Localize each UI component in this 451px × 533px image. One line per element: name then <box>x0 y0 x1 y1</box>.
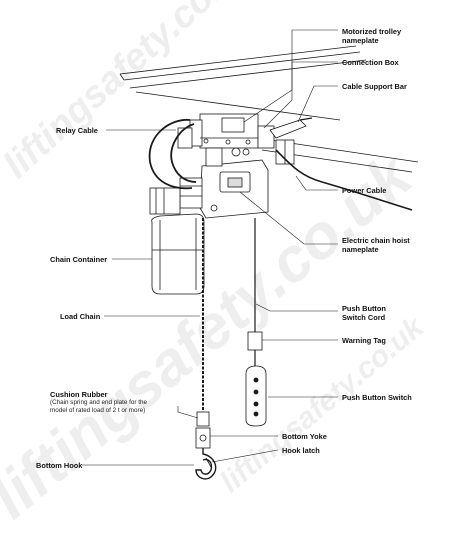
label-chain-container: Chain Container <box>50 255 108 264</box>
motorized-trolley <box>177 113 275 149</box>
bottom-hook-assembly <box>195 411 217 480</box>
leader-lines <box>82 29 338 466</box>
label-push-button-switch-cord-line1: Push Button <box>342 304 386 313</box>
label-warning-tag: Warning Tag <box>342 336 386 345</box>
power-cable <box>275 149 413 211</box>
cable-support-bar <box>269 117 313 165</box>
label-connection-box: Connection Box <box>342 58 399 67</box>
label-hook-latch: Hook latch <box>282 446 320 455</box>
label-push-button-switch: Push Button Switch <box>342 393 412 402</box>
label-cushion-rubber-note-line1: (Chain spring and end plate for the <box>50 399 147 406</box>
label-electric-chain-hoist-nameplate-line2: nameplate <box>342 245 379 254</box>
label-bottom-hook: Bottom Hook <box>36 461 83 470</box>
label-relay-cable: Relay Cable <box>56 126 98 135</box>
label-cushion-rubber-note-line2: model of rated load of 2 t or more) <box>50 407 146 414</box>
warning-tag <box>247 331 263 351</box>
hoist-diagram: liftingsafety.co.uk liftingsafety.co.uk … <box>0 0 430 532</box>
label-motorized-trolley-nameplate-line1: Motorized trolley <box>342 27 402 36</box>
label-cable-support-bar: Cable Support Bar <box>342 82 407 91</box>
label-push-button-switch-cord: Push Button Switch Cord <box>342 304 386 322</box>
label-load-chain: Load Chain <box>60 312 101 321</box>
label-cushion-rubber: Cushion Rubber <box>50 390 108 399</box>
relay-cable <box>148 119 197 190</box>
push-button-switch <box>245 365 267 427</box>
label-electric-chain-hoist-nameplate: Electric chain hoist nameplate <box>342 236 410 254</box>
label-motorized-trolley-nameplate-line2: nameplate <box>342 36 379 45</box>
hoist-drawing <box>82 29 419 480</box>
label-electric-chain-hoist-nameplate-line1: Electric chain hoist <box>342 236 410 245</box>
hoist-body <box>149 147 269 219</box>
label-push-button-switch-cord-line2: Switch Cord <box>342 313 386 322</box>
label-cushion-rubber-note: (Chain spring and end plate for the mode… <box>50 399 147 415</box>
label-motorized-trolley-nameplate: Motorized trolley nameplate <box>342 27 401 45</box>
label-power-cable: Power Cable <box>342 186 387 195</box>
chain-container <box>151 213 205 295</box>
label-bottom-yoke: Bottom Yoke <box>282 432 327 441</box>
